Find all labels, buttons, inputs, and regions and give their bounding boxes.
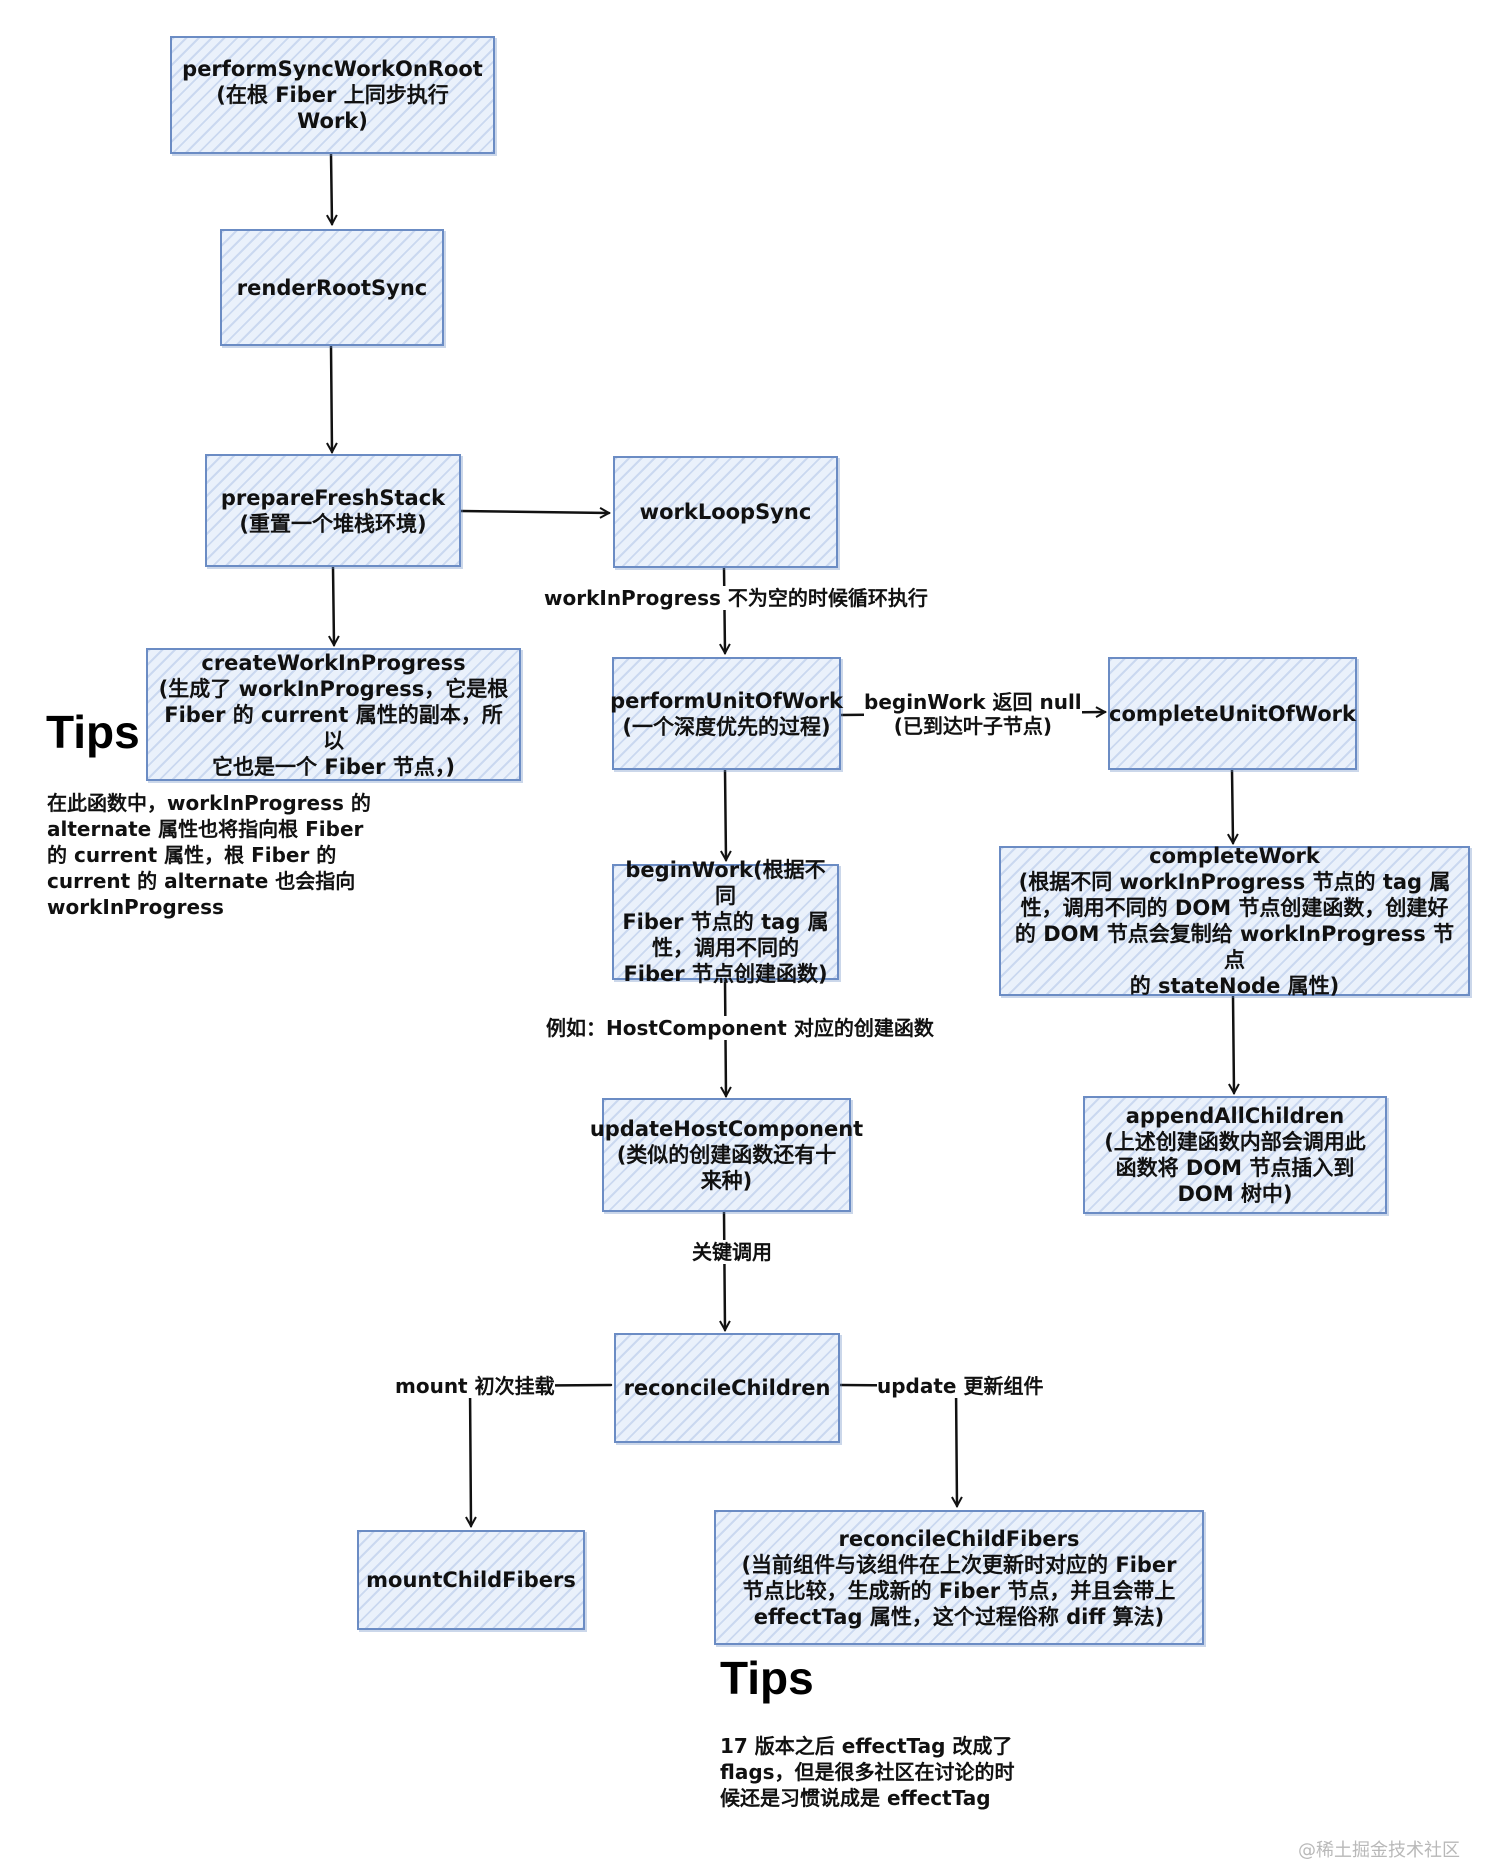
- edge-performunit-to-beginwork: [725, 768, 726, 860]
- edge-label-update: update 更新组件: [877, 1374, 1044, 1398]
- node-perform-sync-work-on-root: performSyncWorkOnRoot (在根 Fiber 上同步执行 Wo…: [170, 36, 495, 154]
- edge-completework-to-appendall: [1233, 994, 1234, 1093]
- node-begin-work: beginWork(根据不同 Fiber 节点的 tag 属 性，调用不同的 F…: [612, 858, 839, 986]
- edge-updatehost-to-reconcile: [724, 1210, 725, 1330]
- node-reconcile-children: reconcileChildren: [614, 1333, 840, 1443]
- edge-reconcile-to-reconcilechildfibers: [838, 1383, 957, 1506]
- edge-completeunit-to-completework: [1232, 768, 1233, 843]
- node-append-all-children: appendAllChildren (上述创建函数内部会调用此 函数将 DOM …: [1083, 1096, 1387, 1214]
- node-render-root-sync: renderRootSync: [220, 229, 444, 346]
- edge-label-example: 例如：HostComponent 对应的创建函数: [546, 1016, 934, 1040]
- node-complete-work: completeWork (根据不同 workInProgress 节点的 ta…: [999, 844, 1470, 998]
- edge-label-begin-work-null: beginWork 返回 null (已到达叶子节点): [864, 690, 1082, 738]
- node-create-work-in-progress: createWorkInProgress (生成了 workInProgress…: [146, 648, 521, 781]
- edge-label-mount: mount 初次挂载: [395, 1374, 555, 1398]
- edge-preparefresh-to-createwip: [333, 565, 334, 645]
- watermark: @稀土掘金技术社区: [1298, 1840, 1460, 1861]
- node-complete-unit-of-work: completeUnitOfWork: [1108, 657, 1357, 770]
- edge-label-loop-condition: workInProgress 不为空的时候循环执行: [544, 586, 928, 610]
- tips-body-1: 在此函数中，workInProgress 的 alternate 属性也将指向根…: [47, 791, 371, 919]
- node-mount-child-fibers: mountChildFibers: [357, 1530, 585, 1630]
- node-work-loop-sync: workLoopSync: [613, 456, 838, 568]
- node-perform-unit-of-work: performUnitOfWork (一个深度优先的过程): [610, 657, 843, 770]
- edge-reconcile-to-mountchild: [470, 1383, 613, 1526]
- edge-preparefresh-to-workloop: [459, 511, 609, 513]
- node-prepare-fresh-stack: prepareFreshStack (重置一个堆栈环境): [205, 454, 461, 567]
- tips-title-2: Tips: [720, 1652, 814, 1704]
- node-update-host-component: updateHostComponent (类似的创建函数还有十 来种): [590, 1098, 863, 1212]
- edge-label-key-call: 关键调用: [692, 1240, 772, 1264]
- edge-renderroot-to-preparefresh: [331, 344, 332, 452]
- tips-body-2: 17 版本之后 effectTag 改成了 flags，但是很多社区在讨论的时 …: [720, 1734, 1015, 1810]
- edge-performsync-to-renderroot: [331, 152, 332, 224]
- node-reconcile-child-fibers: reconcileChildFibers (当前组件与该组件在上次更新时对应的 …: [714, 1510, 1204, 1645]
- tips-title-1: Tips: [46, 706, 140, 758]
- edge-workloop-to-performunit: [724, 566, 725, 653]
